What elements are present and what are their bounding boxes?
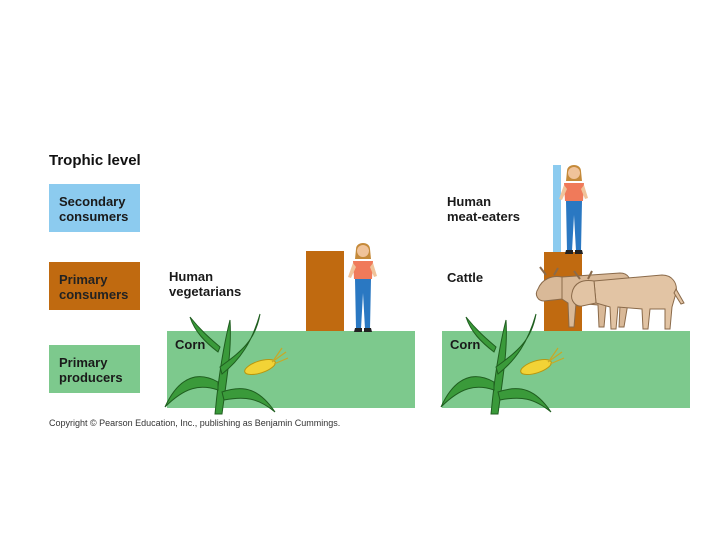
- left-consumer-label-line1: Human: [169, 269, 214, 284]
- left-consumer-label-line2: vegetarians: [169, 284, 242, 299]
- right-producer-label: Corn: [450, 337, 481, 352]
- right-top-label: Human meat-eaters: [447, 194, 520, 224]
- trophic-level-title: Trophic level: [49, 152, 141, 169]
- corn-plant-icon: [164, 313, 289, 415]
- human-vegetarian-icon: [348, 243, 377, 332]
- level-producers-line2: producers: [59, 370, 123, 385]
- right-cattle-label: Cattle: [447, 270, 484, 285]
- human-meat-eater-icon: [559, 165, 588, 254]
- left-consumer-bar: [306, 251, 344, 331]
- left-producer-label: Corn: [175, 337, 206, 352]
- level-primary-consumers-line2: consumers: [59, 287, 129, 302]
- level-primary-consumers: Primary consumers: [49, 262, 140, 310]
- copyright-notice: Copyright © Pearson Education, Inc., pub…: [49, 418, 341, 428]
- right-top-label-line1: Human: [447, 194, 492, 209]
- level-producers-line1: Primary: [59, 355, 108, 370]
- left-consumer-label: Human vegetarians: [169, 269, 241, 299]
- right-producer-bar: [442, 331, 690, 408]
- level-secondary-consumers: Secondary consumers: [49, 184, 140, 232]
- level-secondary-line1: Secondary: [59, 194, 126, 209]
- level-secondary-line2: consumers: [59, 209, 129, 224]
- right-top-label-line2: meat-eaters: [447, 209, 520, 224]
- level-primary-consumers-line1: Primary: [59, 272, 108, 287]
- right-secondary-bar: [553, 165, 561, 252]
- corn-plant-icon: [440, 313, 565, 415]
- level-primary-producers: Primary producers: [49, 345, 140, 393]
- cattle-icon: [535, 266, 685, 330]
